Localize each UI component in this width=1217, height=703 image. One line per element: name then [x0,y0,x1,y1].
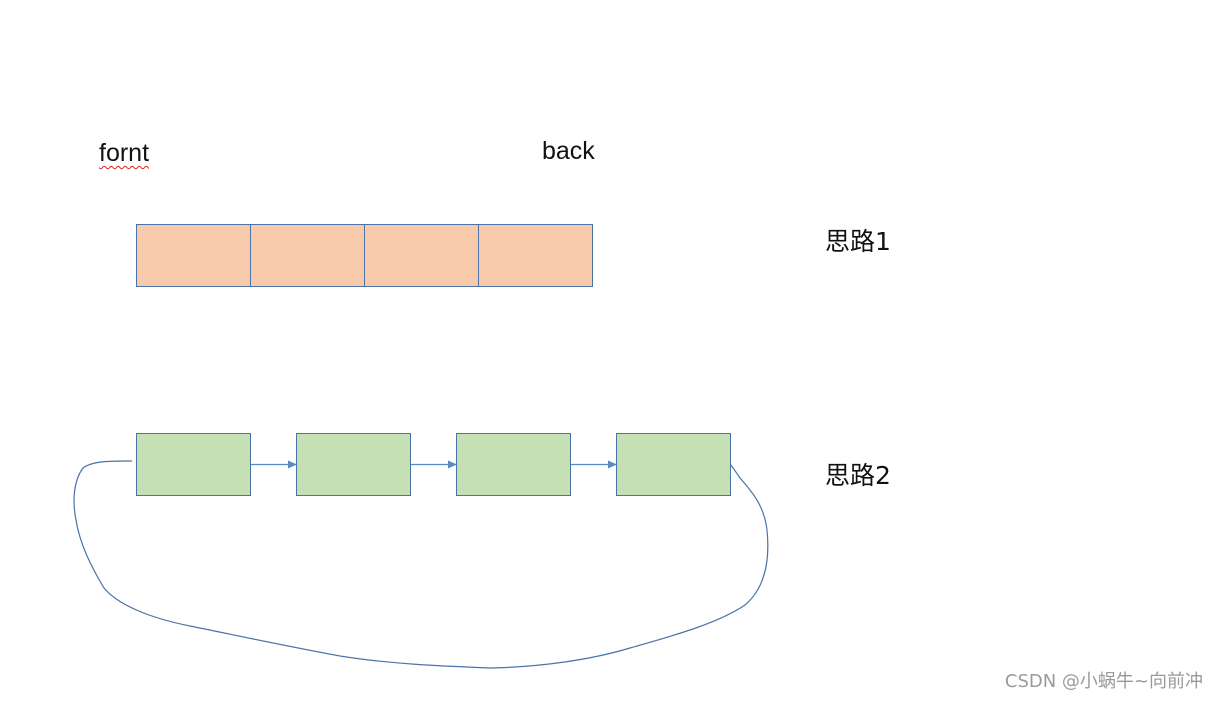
array-cell-4 [478,224,593,287]
csdn-watermark: CSDN @小蜗牛~向前冲 [1004,671,1203,692]
array-cell-3 [364,224,479,287]
array-cell-1 [136,224,251,287]
linked-list-queue [73,433,769,669]
array-cell-2 [250,224,365,287]
array-queue [136,224,593,287]
front-label: fornt [99,139,150,167]
list-node-4 [616,433,731,496]
back-label: back [542,137,595,165]
list-node-3 [456,433,571,496]
list-node-1 [136,433,251,496]
idea-2-label: 思路2 [825,461,891,490]
circular-link-curve [73,460,769,669]
list-node-2 [296,433,411,496]
idea-1-label: 思路1 [825,227,891,256]
